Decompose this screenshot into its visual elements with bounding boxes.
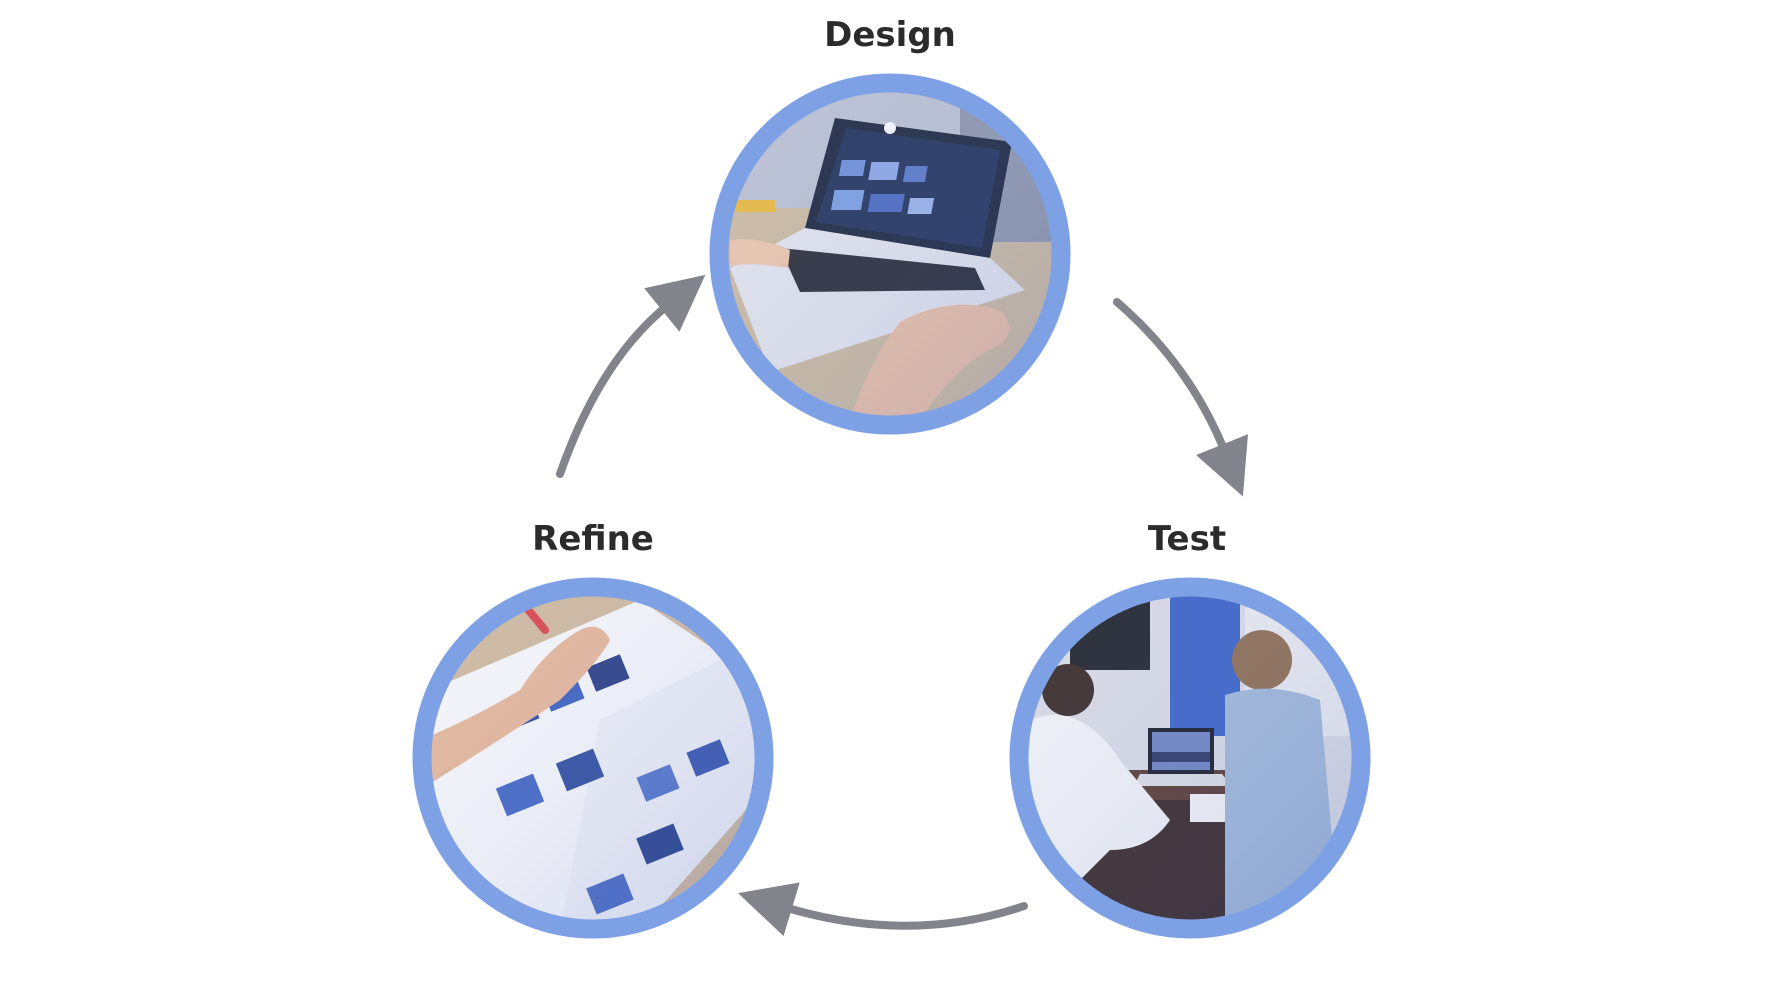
refine-ring <box>412 577 774 939</box>
stage-label-test: Test <box>1148 519 1226 559</box>
stage-test: Test <box>1009 519 1371 939</box>
refine-photo <box>431 596 755 920</box>
stage-refine: Refine <box>412 519 774 939</box>
test-ring <box>1009 577 1371 939</box>
arrow-design-to-test <box>1113 298 1248 497</box>
arrow-refine-to-design <box>556 274 706 478</box>
design-ring <box>709 73 1071 435</box>
stage-label-design: Design <box>824 15 956 55</box>
stage-label-refine: Refine <box>532 519 654 559</box>
stage-design: Design <box>709 15 1071 435</box>
design-photo <box>728 92 1052 416</box>
arrow-test-to-refine <box>738 882 1028 937</box>
cycle-arrows <box>556 274 1248 937</box>
